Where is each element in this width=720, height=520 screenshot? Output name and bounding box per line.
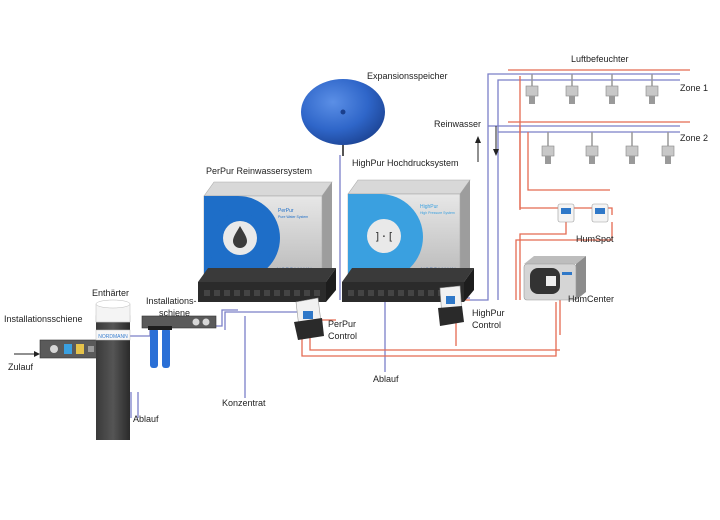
label-humspot: HumSpot	[576, 234, 614, 244]
signal-lines	[301, 69, 690, 357]
humidifier-zone-2	[541, 132, 675, 164]
humidifier-nozzle	[565, 74, 579, 104]
label-drain-softener: Ablauf	[133, 414, 159, 424]
humidifier-nozzle	[585, 132, 599, 164]
label-humidifiers: Luftbefeuchter	[571, 54, 629, 64]
label-humcenter: HumCenter	[568, 294, 615, 304]
perpur-unit: PerPur Pure Water System NORDMANN	[198, 181, 336, 302]
label-installation-rail: Installationsschiene	[4, 314, 83, 324]
label-installation-rail-2-line2: schiene	[159, 308, 191, 318]
highpur-glyph: ]·[	[374, 230, 394, 243]
label-installation-rail-2-line1: Installations-	[146, 296, 197, 306]
humspot-devices	[557, 203, 609, 223]
humidifier-nozzle	[661, 132, 675, 164]
label-zone-1: Zone 1	[680, 83, 709, 93]
highpur-sub-text: High Pressure System	[420, 211, 455, 215]
installation-rail-left	[39, 339, 99, 359]
label-perpur-system: PerPur Reinwassersystem	[206, 166, 313, 176]
perpur-sub-text: Pure Water System	[278, 215, 308, 219]
softener-device: NORDMANN	[95, 299, 131, 440]
label-inlet: Zulauf	[8, 362, 34, 372]
humidifier-nozzle	[625, 132, 639, 164]
perpur-logo-text: PerPur	[278, 208, 294, 214]
humidifier-nozzle	[645, 74, 659, 104]
label-softener: Enthärter	[92, 288, 130, 298]
highpur-control-device	[438, 285, 464, 326]
label-highpur-control-line2: Control	[472, 320, 502, 330]
label-pure-water: Reinwasser	[434, 119, 482, 129]
expansion-tank	[301, 79, 385, 156]
humidifier-nozzle	[605, 74, 619, 104]
softener-brand-text: NORDMANN	[98, 334, 128, 340]
label-highpur-system: HighPur Hochdrucksystem	[352, 158, 459, 168]
label-zone-2: Zone 2	[680, 133, 709, 143]
flow-arrows	[14, 126, 499, 357]
highpur-unit: ]·[ HighPur High Pressure System NORDMAN…	[342, 179, 474, 302]
installation-rail-filters	[141, 315, 217, 368]
label-concentrate: Konzentrat	[222, 398, 266, 408]
humidifier-nozzle	[525, 74, 539, 104]
label-highpur-control-line1: HighPur	[472, 308, 505, 318]
label-perpur-control-line2: Control	[328, 331, 358, 341]
label-expansion-tank: Expansionsspeicher	[367, 71, 448, 81]
label-drain-main: Ablauf	[373, 374, 399, 384]
humidifier-zone-1	[525, 74, 659, 104]
label-perpur-control-line1: PerPur	[328, 319, 357, 329]
humcenter-device	[523, 256, 586, 301]
perpur-control-device	[294, 297, 324, 340]
humidifier-nozzle	[541, 132, 555, 164]
highpur-logo-text: HighPur	[420, 204, 438, 210]
